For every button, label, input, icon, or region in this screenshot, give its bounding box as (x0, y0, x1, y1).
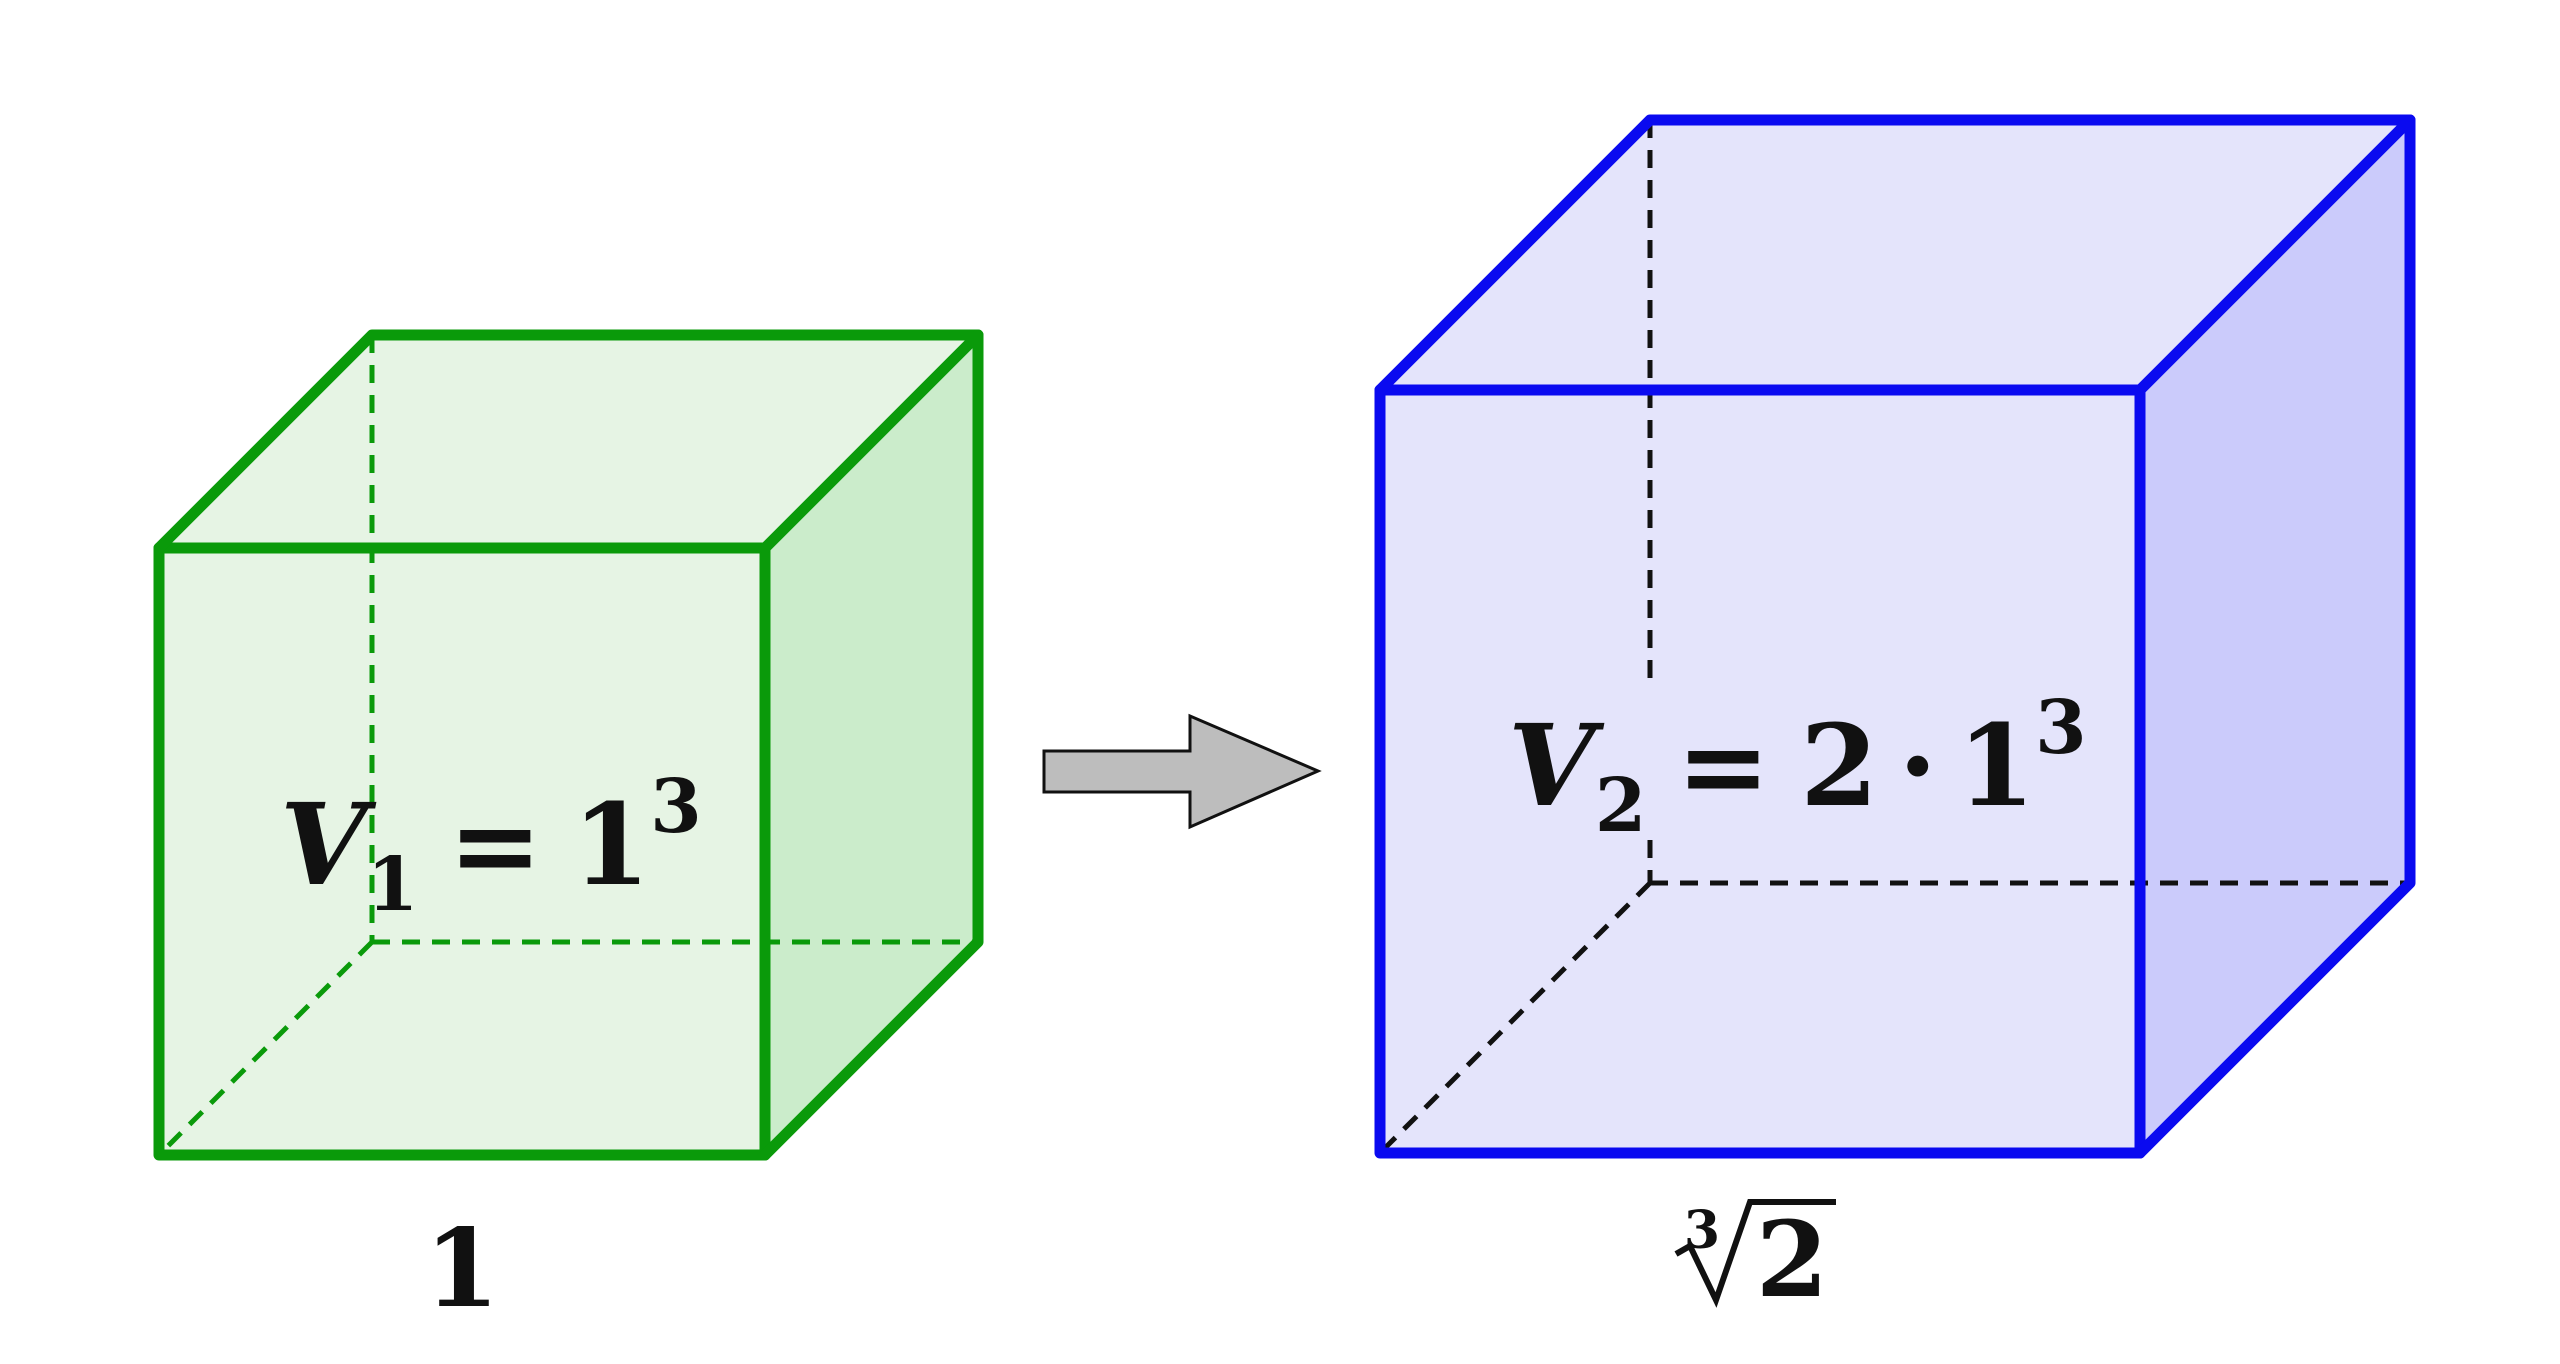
large-cube-edge-length: 3 2 (1674, 1198, 1836, 1321)
volume-subscript: 2 (1595, 763, 1647, 849)
large-cube-formula-backdrop (1500, 690, 2040, 830)
volume-coefficient: 2 (1800, 701, 1878, 832)
small-cube-right-outline (759, 329, 984, 1161)
small-cube-volume-formula: V1=13 (280, 764, 702, 928)
multiplication-dot: · (1898, 701, 1937, 832)
small-cube-hidden-edges (157, 335, 978, 1157)
volume-exponent: 3 (650, 764, 702, 850)
volume-variable: V (1508, 701, 1605, 832)
small-cube-top-face (159, 335, 978, 548)
small-cube-right-face (765, 335, 978, 1155)
volume-exponent: 3 (2035, 685, 2087, 771)
volume-subscript: 1 (367, 842, 419, 928)
volume-variable: V (280, 780, 377, 911)
large-cube-right-face (2140, 120, 2410, 1153)
large-cube-hidden-depth-edge (1378, 881, 1652, 1155)
radical-sign-icon (1674, 1199, 1836, 1308)
cube-root-index: 3 (1684, 1200, 1720, 1261)
small-cube: V1=13 1 (153, 329, 984, 1332)
large-cube-top-face (1380, 120, 2410, 390)
transform-arrow (1042, 713, 1322, 830)
large-cube-top-outline (1374, 114, 2416, 396)
large-cube-visible-edges (1374, 114, 2416, 1159)
small-cube-edge-length: 1 (424, 1206, 499, 1332)
small-cube-front-face (159, 548, 765, 1155)
large-cube-volume-formula: V2=2·13 (1508, 685, 2087, 849)
small-cube-top-outline (153, 329, 984, 554)
large-cube-right-outline (2134, 114, 2416, 1159)
small-cube-hidden-depth-edge (157, 940, 374, 1157)
volume-base: 1 (1957, 701, 2035, 832)
large-cube: V2=2·13 3 2 (1374, 114, 2416, 1321)
small-cube-visible-edges (153, 329, 984, 1161)
volume-base: 1 (572, 780, 650, 911)
cube-root-radicand: 2 (1756, 1198, 1828, 1321)
equals-sign: = (448, 780, 542, 911)
equals-sign: = (1676, 701, 1770, 832)
